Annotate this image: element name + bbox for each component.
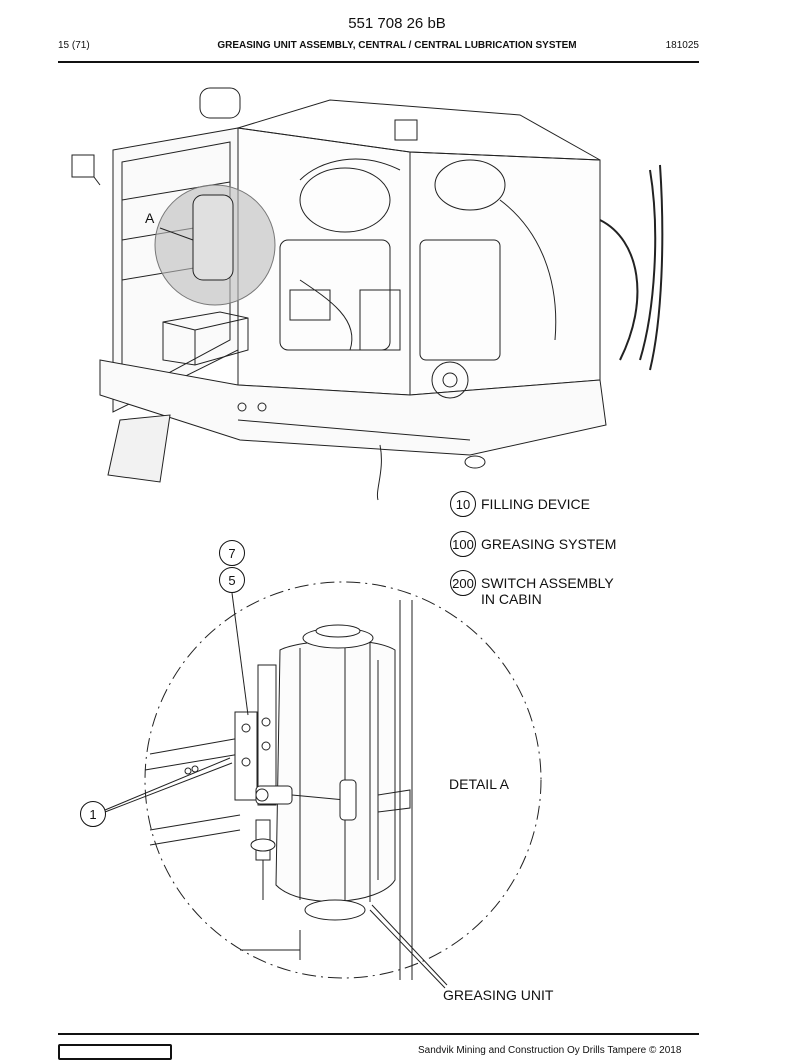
header-rule [58, 61, 699, 63]
footer-copyright: Sandvik Mining and Construction Oy Drill… [418, 1045, 682, 1056]
callout-5: 5 [219, 567, 245, 593]
page-title: GREASING UNIT ASSEMBLY, CENTRAL / CENTRA… [217, 40, 577, 51]
greasing-unit-drawing [250, 624, 411, 921]
document-number: 551 708 26 bB [348, 15, 446, 32]
greasing-unit-label: GREASING UNIT [443, 987, 554, 1003]
legend-text-in-cabin: IN CABIN [481, 591, 542, 607]
legend-text-greasing-system: GREASING SYSTEM [481, 536, 617, 552]
callout-7: 7 [219, 540, 245, 566]
legend-text-filling-device: FILLING DEVICE [481, 496, 590, 512]
document-date: 181025 [665, 40, 699, 51]
machine-overview-drawing [71, 87, 664, 501]
callout-1: 1 [80, 801, 106, 827]
footer-rule [58, 1033, 699, 1035]
legend-number-100: 100 [450, 531, 476, 557]
legend-number-200: 200 [450, 570, 476, 596]
sandvik-logo [58, 1044, 172, 1060]
legend-number-10: 10 [450, 491, 476, 517]
page-number: 15 (71) [58, 40, 90, 51]
detail-a-circle [144, 581, 542, 979]
legend-text-switch-assembly: SWITCH ASSEMBLY [481, 575, 614, 591]
view-marker-a: A [145, 210, 155, 226]
detail-a-label: DETAIL A [449, 776, 509, 792]
